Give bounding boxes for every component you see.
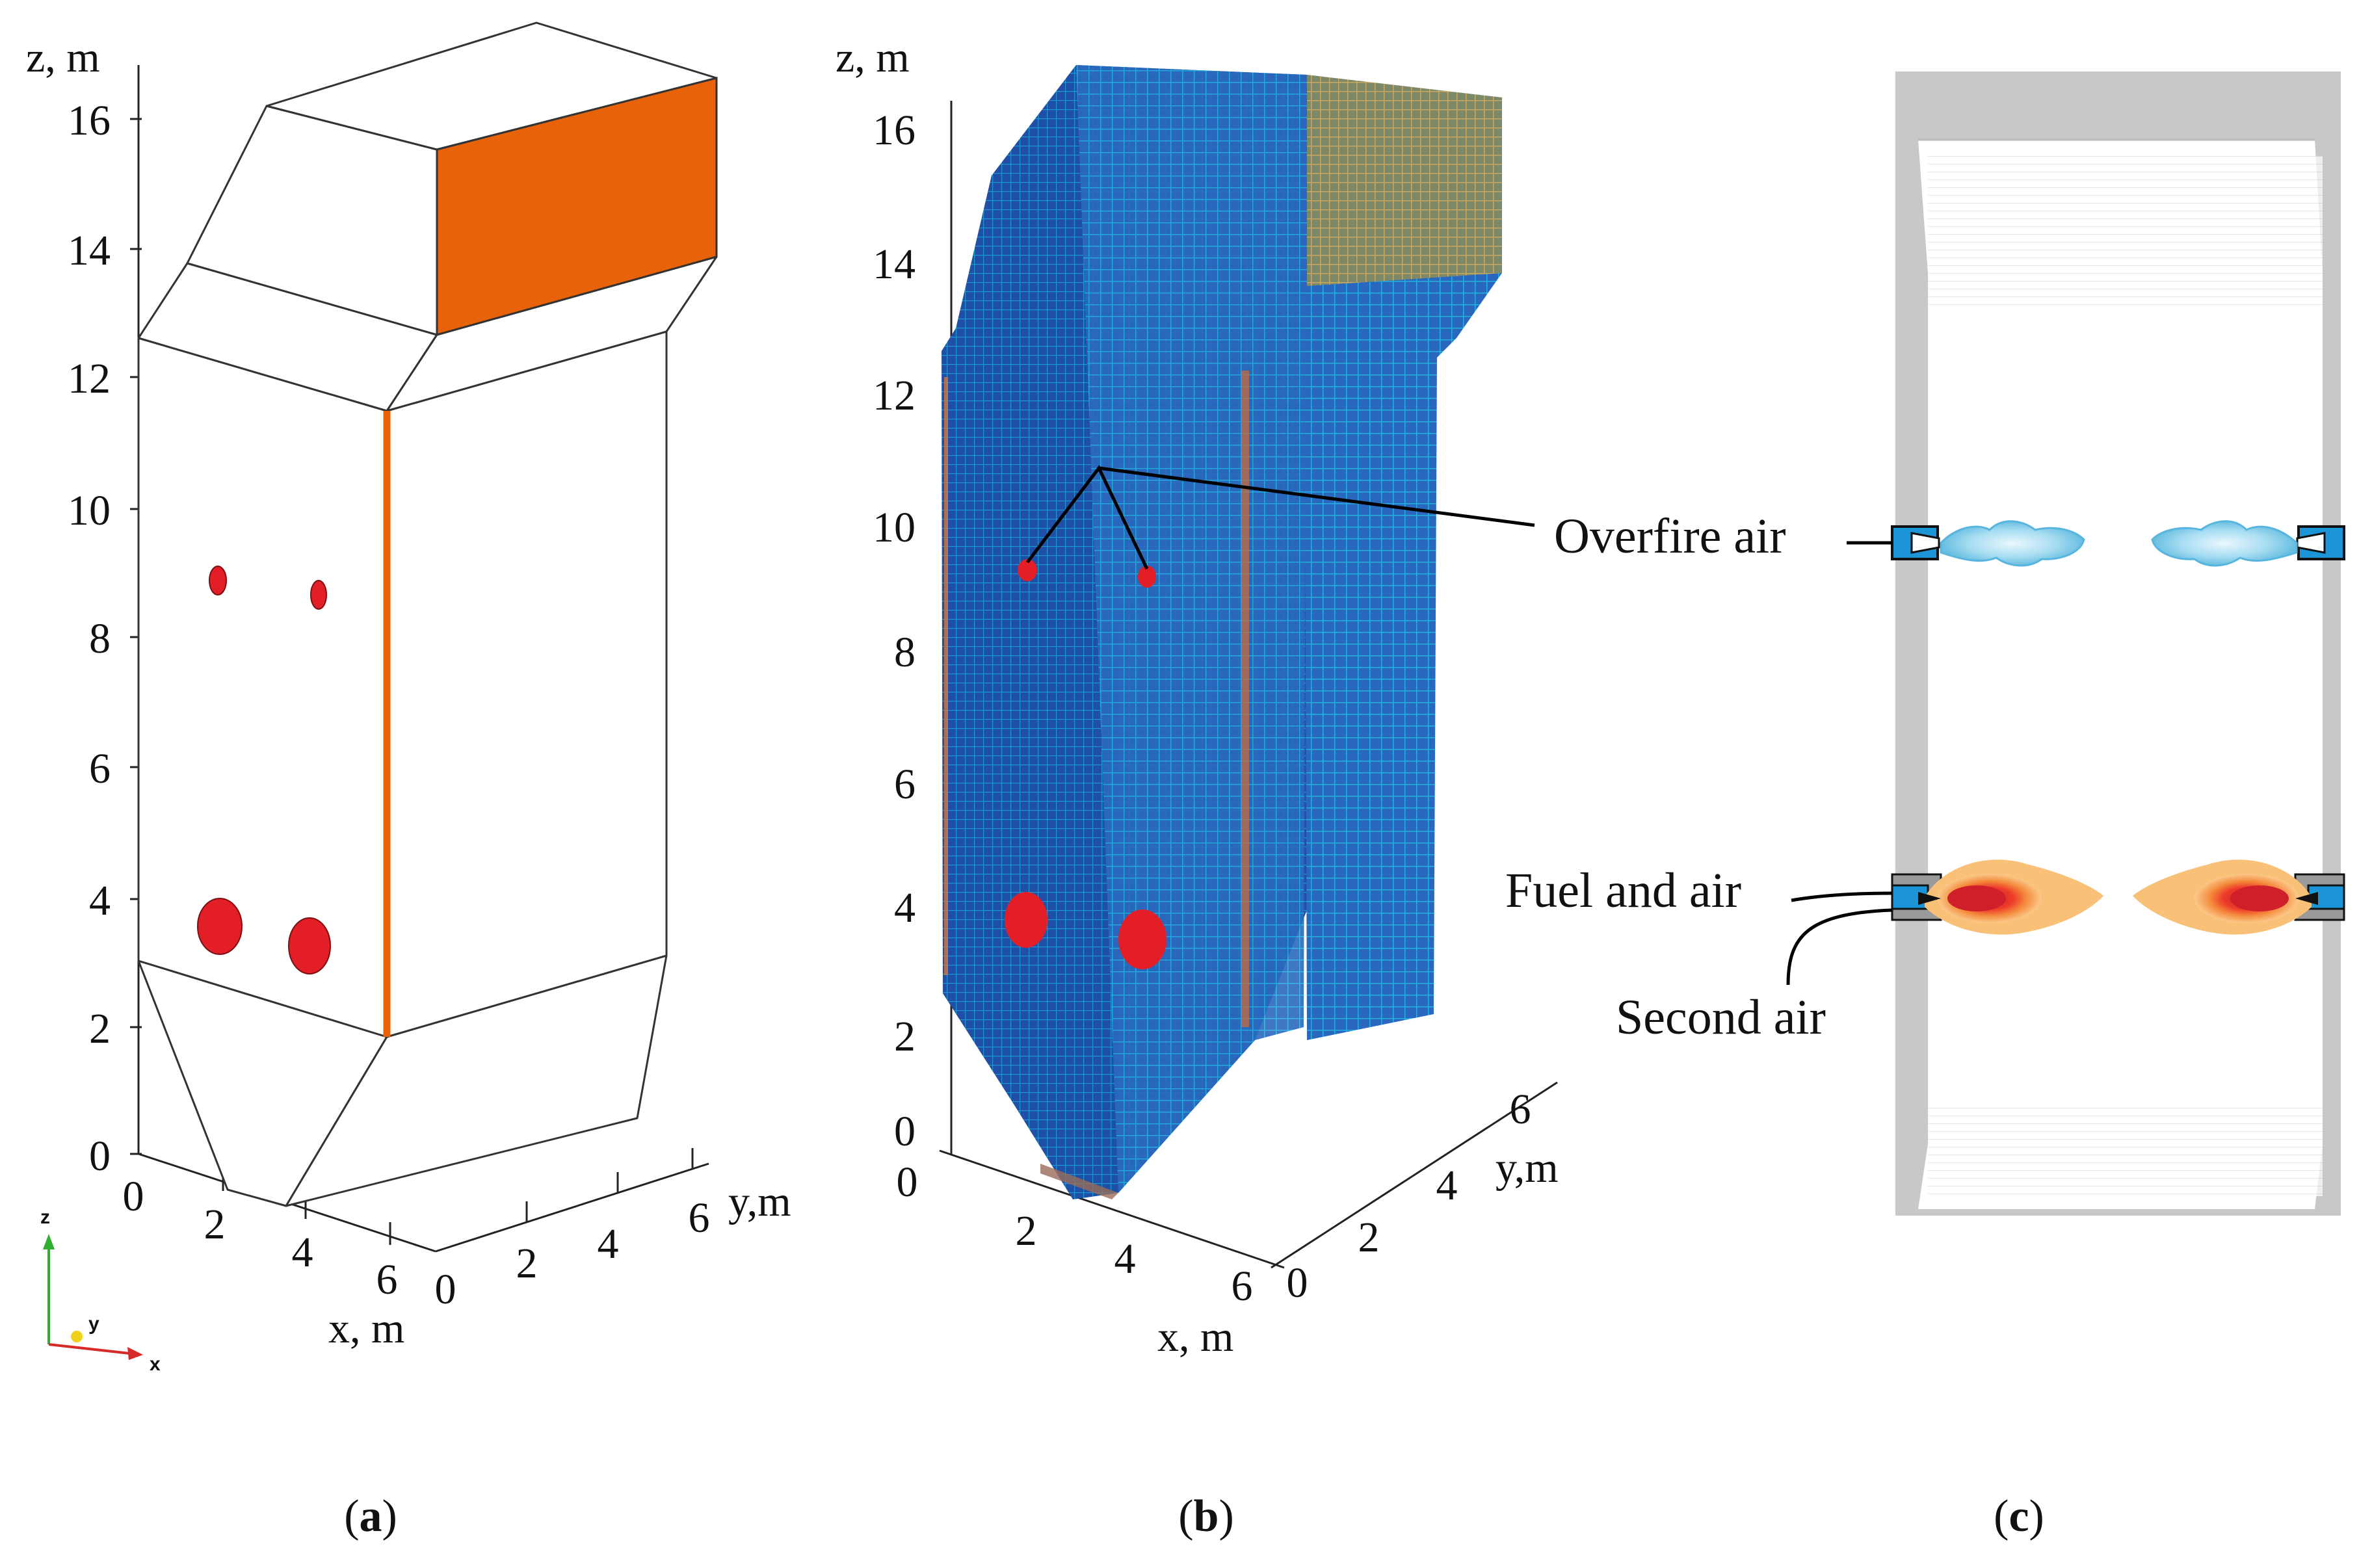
z-tick-label-b: 14	[873, 241, 916, 288]
caption-b: (b)	[1178, 1491, 1234, 1541]
y-axis-b	[1271, 1081, 1558, 1269]
z-axis-title-b: z, m	[836, 34, 910, 81]
z-tick-label-b: 0	[894, 1108, 916, 1155]
label-second-air: Second air	[1616, 990, 1826, 1045]
z-tick-label-b: 12	[873, 372, 916, 419]
x-axis-b	[939, 1149, 1285, 1269]
y-tick-label-a: 4	[598, 1220, 619, 1268]
panel-a: z, m 16 14 12 10 8 6 4 2 0 0 2 4 6 x, m …	[26, 21, 791, 1541]
z-tick-label-a: 12	[68, 355, 111, 402]
axis-triad-a: z y x	[40, 1207, 161, 1375]
z-tick-label-b: 16	[873, 107, 916, 154]
caption-a: (a)	[344, 1491, 397, 1541]
y-ticks-a	[525, 1148, 694, 1222]
x-tick-label-a: 4	[292, 1229, 313, 1276]
overfire-port-a	[310, 580, 327, 610]
overfire-leader	[1026, 465, 1535, 570]
mesh-furnace-b	[942, 65, 1502, 1199]
y-axis-title-a: y,m	[728, 1178, 791, 1225]
label-fuel-and-air: Fuel and air	[1505, 863, 1741, 918]
overfire-port-b	[1138, 566, 1156, 588]
z-tick-label-b: 2	[894, 1013, 916, 1060]
z-axis-title-a: z, m	[26, 34, 100, 81]
y-axis-title-b: y,m	[1496, 1144, 1559, 1192]
z-tick-label-b: 10	[873, 504, 916, 551]
z-tick-label-b: 4	[894, 884, 916, 932]
leader-fuel	[1791, 891, 1893, 902]
y-tick-label-a: 6	[689, 1194, 710, 1242]
triad-y-label: y	[88, 1313, 99, 1335]
y-tick-label-a: 0	[435, 1266, 456, 1313]
x-axis-title-b: x, m	[1157, 1313, 1233, 1361]
z-tick-label-a: 6	[89, 745, 111, 792]
x-tick-label-a: 6	[376, 1256, 398, 1303]
leader-second-air	[1786, 908, 1893, 986]
burner-port-b	[1118, 909, 1166, 969]
burner-port-a	[288, 917, 331, 974]
y-tick-label-b: 4	[1436, 1162, 1458, 1209]
y-tick-label-b: 0	[1287, 1259, 1308, 1307]
x-tick-label-b: 2	[1016, 1207, 1037, 1255]
outlet-face-a	[436, 77, 718, 336]
x-axis-title-a: x, m	[328, 1305, 404, 1352]
burner-flames	[1891, 859, 2345, 935]
overfire-port-b	[1018, 559, 1037, 581]
y-axis-a	[435, 1162, 709, 1253]
z-tick-label-a: 8	[89, 615, 111, 662]
x-tick-label-b: 4	[1114, 1235, 1136, 1283]
x-tick-label-a: 0	[123, 1173, 144, 1220]
z-tick-label-b: 6	[894, 761, 916, 808]
burner-port-a	[197, 898, 243, 955]
x-tick-label-a: 2	[204, 1201, 226, 1248]
burner-port-b	[1005, 892, 1048, 948]
y-tick-label-b: 2	[1358, 1214, 1380, 1261]
triad-x-label: x	[150, 1353, 161, 1375]
overfire-air-jets	[1891, 520, 2345, 567]
z-tick-label-a: 2	[89, 1005, 111, 1052]
panel-c: Overfire air Fuel and air Second air (c)	[1505, 72, 2345, 1541]
label-overfire-air: Overfire air	[1554, 509, 1786, 564]
furnace-geometry-a	[137, 21, 718, 1207]
z-tick-label-b: 8	[894, 629, 916, 676]
z-tick-label-a: 10	[68, 487, 111, 534]
caption-c: (c)	[1994, 1491, 2044, 1541]
z-tick-label-a: 4	[89, 877, 111, 924]
x-tick-label-b: 6	[1232, 1262, 1253, 1310]
z-tick-label-a: 16	[68, 97, 111, 144]
y-tick-label-b: 6	[1510, 1086, 1531, 1133]
panel-b: z, m 16 14 12 10 8 6 4 2 0 0 2 4 6 x, m …	[836, 34, 1559, 1541]
y-tick-label-a: 2	[516, 1240, 538, 1287]
overfire-port-a	[209, 566, 227, 595]
z-tick-label-a: 14	[68, 227, 111, 274]
z-tick-label-a: 0	[89, 1132, 111, 1180]
triad-z-label: z	[40, 1207, 50, 1228]
x-origin-label-b: 0	[897, 1158, 918, 1206]
